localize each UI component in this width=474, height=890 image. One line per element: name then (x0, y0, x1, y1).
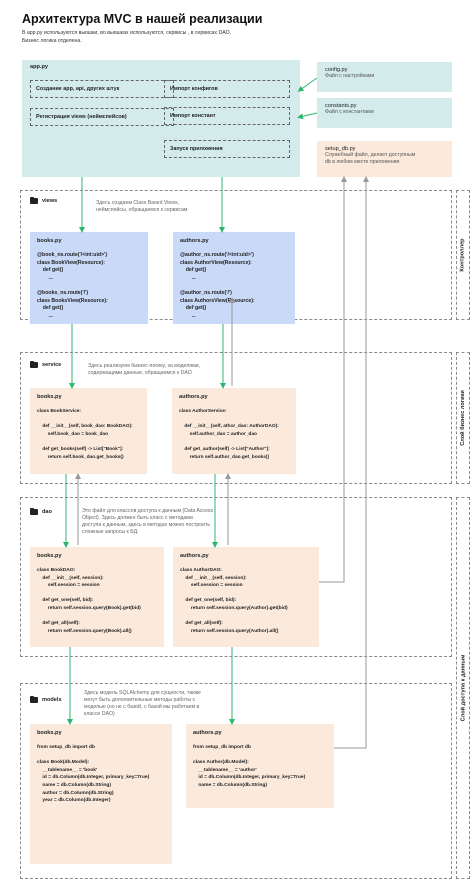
models-authors-title: authors.py (193, 730, 222, 736)
page-subtitle: В app.py используются вьюшки, во вьюшках… (22, 30, 232, 44)
app-item-create: Создание app, api, других штук (30, 80, 174, 98)
app-py-box: app.py Создание app, api, других штук Ре… (22, 60, 300, 177)
dao-books-card: books.py class BookDAO: def __init__(sel… (30, 547, 164, 647)
app-item-import-constants: Импорт констант (164, 107, 290, 125)
dao-books-title: books.py (37, 553, 62, 559)
dao-section-label: dao (42, 509, 52, 515)
app-item-register-views: Регистрация views (неймспейсов) (30, 108, 174, 126)
layer-controller: Контроллер (456, 190, 470, 320)
dao-section (20, 497, 452, 657)
constants-py-box: constants.py Файл с константами (317, 98, 452, 128)
layer-data-access: Слой доступа к данным (456, 497, 470, 879)
dao-authors-title: authors.py (180, 553, 209, 559)
views-section-header: views (30, 196, 58, 204)
app-item-register-views-label: Регистрация views (неймспейсов) (36, 114, 127, 120)
app-item-import-config: Импорт конфигов (164, 80, 290, 98)
app-item-import-constants-label: Импорт констант (170, 113, 216, 119)
config-py-box: config.py Файл с настройками (317, 62, 452, 92)
dao-authors-code: class AuthorDAO: def __init__(self, sess… (180, 568, 288, 634)
layer-business-logic: Слой бизнес логики (456, 352, 470, 484)
setup-db-box: setup_db.py Служебный файл, делает досту… (317, 141, 452, 177)
dao-section-header: dao (30, 507, 52, 515)
dao-books-code: class BookDAO: def __init__(self, sessio… (37, 568, 141, 634)
service-authors-title: authors.py (179, 394, 208, 400)
views-section-label: views (42, 198, 58, 204)
service-section-label: service (42, 362, 62, 368)
service-section-header: service (30, 360, 62, 368)
service-books-card: books.py class BookService: def __init__… (30, 388, 147, 474)
folder-icon (30, 507, 38, 515)
models-authors-code: from setup_db import db class Author(db.… (193, 745, 306, 788)
dao-authors-card: authors.py class AuthorDAO: def __init__… (173, 547, 319, 647)
app-item-run: Запуск приложения (164, 140, 290, 158)
setup-db-label: setup_db.py (325, 146, 356, 152)
app-item-run-label: Запуск приложения (170, 146, 223, 152)
views-authors-card: authors.py @author_ns.route('/<int:uid>'… (173, 232, 295, 324)
app-py-label: app.py (30, 64, 49, 70)
constants-py-desc: Файл с константами (325, 109, 374, 115)
config-py-label: config.py (325, 67, 348, 73)
folder-icon (30, 196, 38, 204)
constants-py-label: constants.py (325, 103, 357, 109)
config-py-desc: Файл с настройками (325, 73, 375, 79)
views-books-title: books.py (37, 238, 62, 244)
models-books-card: books.py from setup_db import db class B… (30, 724, 172, 864)
page-title: Архитектура MVC в нашей реализации (22, 12, 263, 26)
folder-icon (30, 695, 38, 703)
folder-icon (30, 360, 38, 368)
models-section-header: models (30, 695, 62, 703)
models-books-title: books.py (37, 730, 62, 736)
arrow-models-authors-to-setup-db (334, 176, 369, 749)
models-section-label: models (42, 697, 62, 703)
arrow-dao-authors-to-setup-db (319, 176, 347, 583)
models-section (20, 683, 452, 879)
views-authors-title: authors.py (180, 238, 209, 244)
app-item-create-label: Создание app, api, других штук (36, 86, 120, 92)
arrow-constants-to-app (297, 112, 318, 120)
service-authors-code: class AuthorService: def __init__(self, … (179, 409, 279, 460)
setup-db-desc: Служебный файл, делает доступным db в лю… (325, 152, 416, 165)
arrow-config-to-app (297, 77, 318, 92)
views-section-desc: Здесь создаем Class Based Views, неймспе… (96, 200, 188, 213)
models-authors-card: authors.py from setup_db import db class… (186, 724, 334, 808)
service-books-code: class BookService: def __init__(self, bo… (37, 409, 133, 460)
service-section (20, 352, 452, 484)
views-books-card: books.py @book_ns.route('/<int:uid>') cl… (30, 232, 148, 324)
models-books-code: from setup_db import db class Book(db.Mo… (37, 745, 150, 804)
views-authors-code: @author_ns.route('/<int:uid>') class Aut… (180, 252, 255, 319)
app-item-import-config-label: Импорт конфигов (170, 86, 218, 92)
service-section-desc: Здесь реализуем бизнес-логику, за моделя… (88, 363, 200, 376)
dao-section-desc: Это файл для классов доступа к данным (D… (82, 508, 214, 535)
views-books-code: @book_ns.route('/<int:uid>') class BookV… (37, 252, 108, 319)
service-books-title: books.py (37, 394, 62, 400)
models-section-desc: Здесь модель SQLAlchemy для сущности, та… (84, 690, 201, 717)
service-authors-card: authors.py class AuthorService: def __in… (172, 388, 296, 474)
